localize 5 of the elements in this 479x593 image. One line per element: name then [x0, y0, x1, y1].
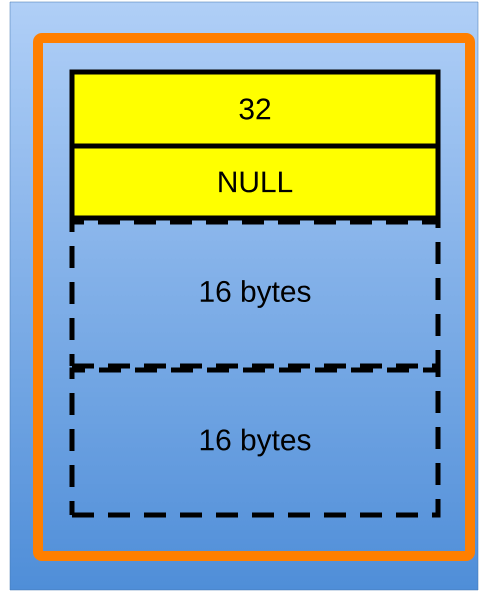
memory-block: 16 bytes [70, 220, 440, 368]
memory-block: 16 bytes [70, 368, 440, 518]
field-box: 32 [70, 70, 440, 148]
field-box: NULL [70, 144, 440, 220]
outer-frame [33, 33, 475, 561]
